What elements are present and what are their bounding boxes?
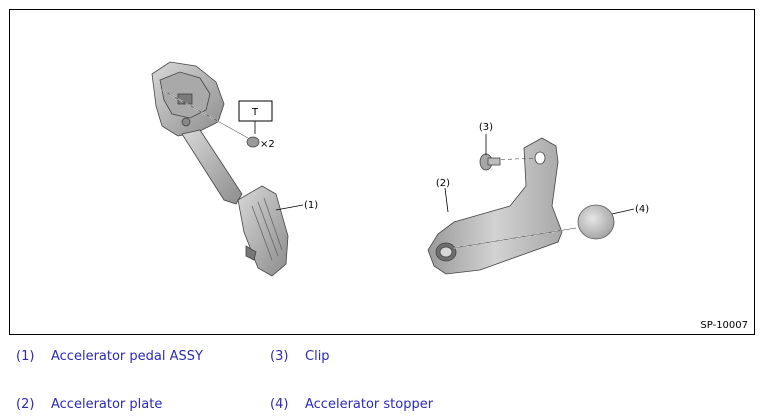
quantity-label: ×2: [260, 139, 275, 150]
legend-number: (2): [16, 397, 35, 412]
figure-code: SP-10007: [700, 320, 748, 331]
callout-4: (4): [635, 204, 649, 215]
nut-fastener: [246, 121, 260, 148]
legend-label: Clip: [305, 349, 330, 364]
legend-number: (3): [270, 349, 289, 364]
legend-label: Accelerator stopper: [305, 397, 434, 412]
accelerator-stopper: [577, 204, 615, 240]
accelerator-plate: [427, 137, 577, 275]
torque-label: T: [251, 107, 259, 118]
callout-1: (1): [304, 200, 318, 211]
legend-label: Accelerator plate: [51, 397, 163, 412]
legend-number: (1): [16, 349, 35, 364]
clip: [479, 153, 501, 171]
callout-3: (3): [479, 122, 493, 133]
parts-diagram: T ×2 (1) (3) (2) (4) SP-1: [9, 9, 755, 335]
accelerator-pedal-assy: [151, 61, 289, 277]
callout-2-leader: [444, 187, 449, 213]
torque-box: [238, 100, 273, 122]
legend-label: Accelerator pedal ASSY: [51, 349, 203, 364]
callout-2: (2): [436, 178, 450, 189]
legend-number: (4): [270, 397, 289, 412]
callout-1-leader: [275, 204, 304, 211]
diagram-drawing: T ×2 (1) (3) (2) (4): [151, 61, 649, 277]
callout-4-leader: [611, 208, 635, 215]
